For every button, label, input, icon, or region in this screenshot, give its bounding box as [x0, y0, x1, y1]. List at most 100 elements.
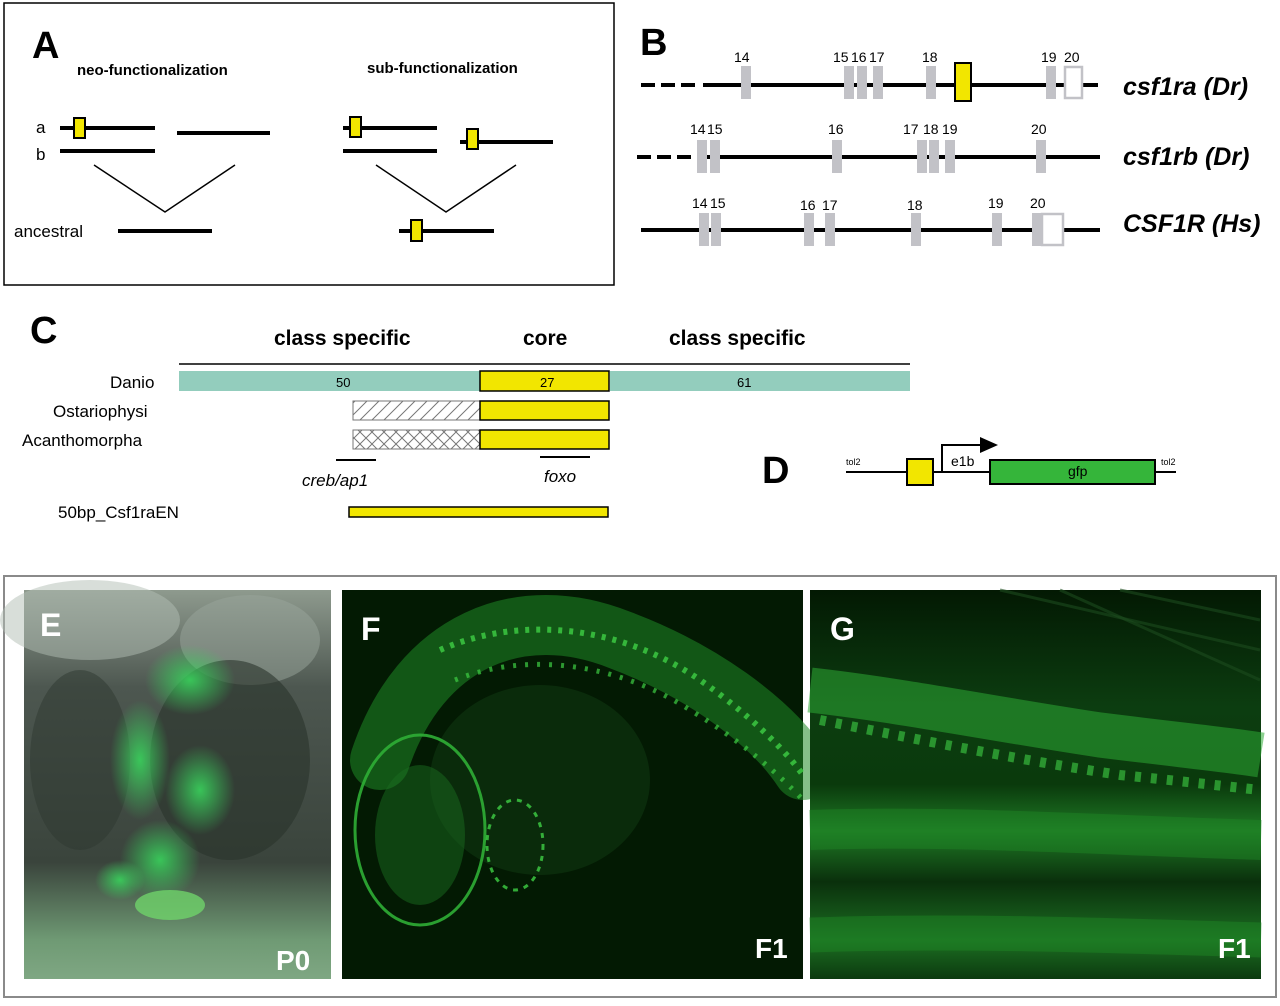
- panel-a: A neo-functionalization sub-functionaliz…: [3, 2, 615, 286]
- sub-gene-a-copy-element: [466, 128, 479, 150]
- gene-csf1r-human: 14 15 16 17 18 19 20 CSF1R (Hs): [641, 195, 1261, 247]
- fin-ray: [1059, 588, 1261, 682]
- exon-bar: [911, 213, 921, 246]
- motif-creb-label: creb/ap1: [302, 471, 368, 490]
- exon-bar: [945, 140, 955, 173]
- promoter-arrow: [941, 444, 984, 472]
- image-e-letter: E: [40, 607, 61, 643]
- image-f-tag: F1: [755, 933, 788, 964]
- exon-label: 15: [833, 49, 849, 65]
- enhancer-box: [906, 458, 934, 486]
- row-b-label: b: [36, 145, 45, 164]
- exon-label: 18: [923, 121, 939, 137]
- panel-a-letter: A: [32, 25, 59, 67]
- sub-ancestral-element: [410, 219, 423, 242]
- embryo-head: [353, 733, 487, 927]
- gfp-box: [989, 459, 1156, 485]
- gfp-signal: [110, 700, 170, 820]
- exon-label: 18: [907, 197, 923, 213]
- exon-label: 17: [822, 197, 838, 213]
- gene-csf1rb: 14 15 16 17 18 19 20 csf1rb (Dr): [637, 121, 1249, 173]
- panel-a-frame: [3, 2, 615, 286]
- exon-label: 14: [734, 49, 750, 65]
- tol2-right-label: tol2: [1161, 457, 1176, 467]
- csf1ra-enhancer-element: [954, 62, 972, 102]
- exon-label: 17: [903, 121, 919, 137]
- panel-b: B 14 15 16 17 18 19 20 csf1ra (Dr): [637, 22, 1261, 247]
- value-right: 61: [737, 375, 751, 390]
- gfp-band: [809, 808, 1262, 860]
- danio-right-segment: [610, 371, 910, 391]
- panel-d: D tol2 e1b gfp tol2: [762, 437, 1176, 492]
- motif-foxo-label: foxo: [544, 467, 576, 486]
- image-g: G F1: [807, 588, 1265, 979]
- exon-label: 19: [1041, 49, 1057, 65]
- exon-label: 15: [710, 195, 726, 211]
- danio-left-segment: [179, 371, 480, 391]
- acanthomorpha-core: [479, 429, 610, 450]
- exon-label: 20: [1031, 121, 1047, 137]
- gene-name-csf1ra: csf1ra (Dr): [1123, 73, 1248, 101]
- exon-bar: [1032, 213, 1042, 246]
- tol2-left-label: tol2: [846, 457, 861, 467]
- fin-ray: [1119, 588, 1261, 622]
- exon-bar: [857, 66, 867, 99]
- exon-bar: [711, 213, 721, 246]
- embryo-head-inner: [375, 765, 465, 905]
- embryo-trunk: [350, 595, 833, 800]
- image-g-letter: G: [830, 611, 855, 647]
- exon-label: 14: [692, 195, 708, 211]
- ostariophysi-core: [479, 400, 610, 421]
- exon-bar: [804, 213, 814, 246]
- panel-c: C class specific core class specific Dan…: [22, 310, 910, 522]
- image-g-tag: F1: [1218, 933, 1251, 964]
- gfp-band: [809, 915, 1262, 958]
- exon-bar: [1036, 140, 1046, 173]
- gfp-stripe: [807, 667, 1265, 778]
- header-class-specific-left: class specific: [274, 327, 411, 350]
- exon-bar: [1046, 66, 1056, 99]
- exon-label: 20: [1064, 49, 1080, 65]
- exon-bar: [825, 213, 835, 246]
- image-e: E P0: [0, 580, 331, 979]
- header-core: core: [523, 327, 567, 350]
- utr-box: [1040, 212, 1065, 247]
- row-label-danio: Danio: [110, 373, 154, 392]
- acanthomorpha-crosshatched: [352, 429, 481, 450]
- embryo-trunk-cells: [454, 661, 805, 802]
- sub-title: sub-functionalization: [367, 60, 518, 77]
- sub-split: [375, 164, 517, 213]
- exon-label: 18: [922, 49, 938, 65]
- gene-name-csf1rb: csf1rb (Dr): [1123, 143, 1249, 171]
- gfp-signal: [165, 745, 235, 835]
- exon-label: 17: [869, 49, 885, 65]
- image-e-highlight: [0, 580, 180, 660]
- exon-label: 16: [828, 121, 844, 137]
- neo-gene-a-element: [73, 117, 86, 139]
- exon-bar: [710, 140, 720, 173]
- exon-bar: [832, 140, 842, 173]
- exon-bar: [741, 66, 751, 99]
- exon-bar: [697, 140, 707, 173]
- construct-bar: [348, 506, 609, 518]
- exon-label: 20: [1030, 195, 1046, 211]
- gene-csf1ra: 14 15 16 17 18 19 20 csf1ra (Dr): [641, 49, 1248, 102]
- exon-bar: [917, 140, 927, 173]
- ostariophysi-hatched: [352, 400, 481, 421]
- image-f-letter: F: [361, 611, 381, 647]
- row-label-acanthomorpha: Acanthomorpha: [22, 431, 143, 450]
- image-f: F F1: [342, 590, 833, 979]
- panel-c-letter: C: [30, 310, 57, 352]
- gene-name-csf1r: CSF1R (Hs): [1123, 210, 1261, 238]
- gfp-signal: [145, 645, 235, 715]
- header-class-specific-right: class specific: [669, 327, 806, 350]
- exon-bar: [929, 140, 939, 173]
- exon-label: 15: [707, 121, 723, 137]
- ancestral-label: ancestral: [14, 222, 83, 241]
- neo-title: neo-functionalization: [77, 62, 228, 79]
- sub-gene-a-element: [349, 116, 362, 138]
- panel-b-letter: B: [640, 22, 667, 64]
- exon-label: 19: [942, 121, 958, 137]
- construct-label: 50bp_Csf1raEN: [58, 503, 179, 522]
